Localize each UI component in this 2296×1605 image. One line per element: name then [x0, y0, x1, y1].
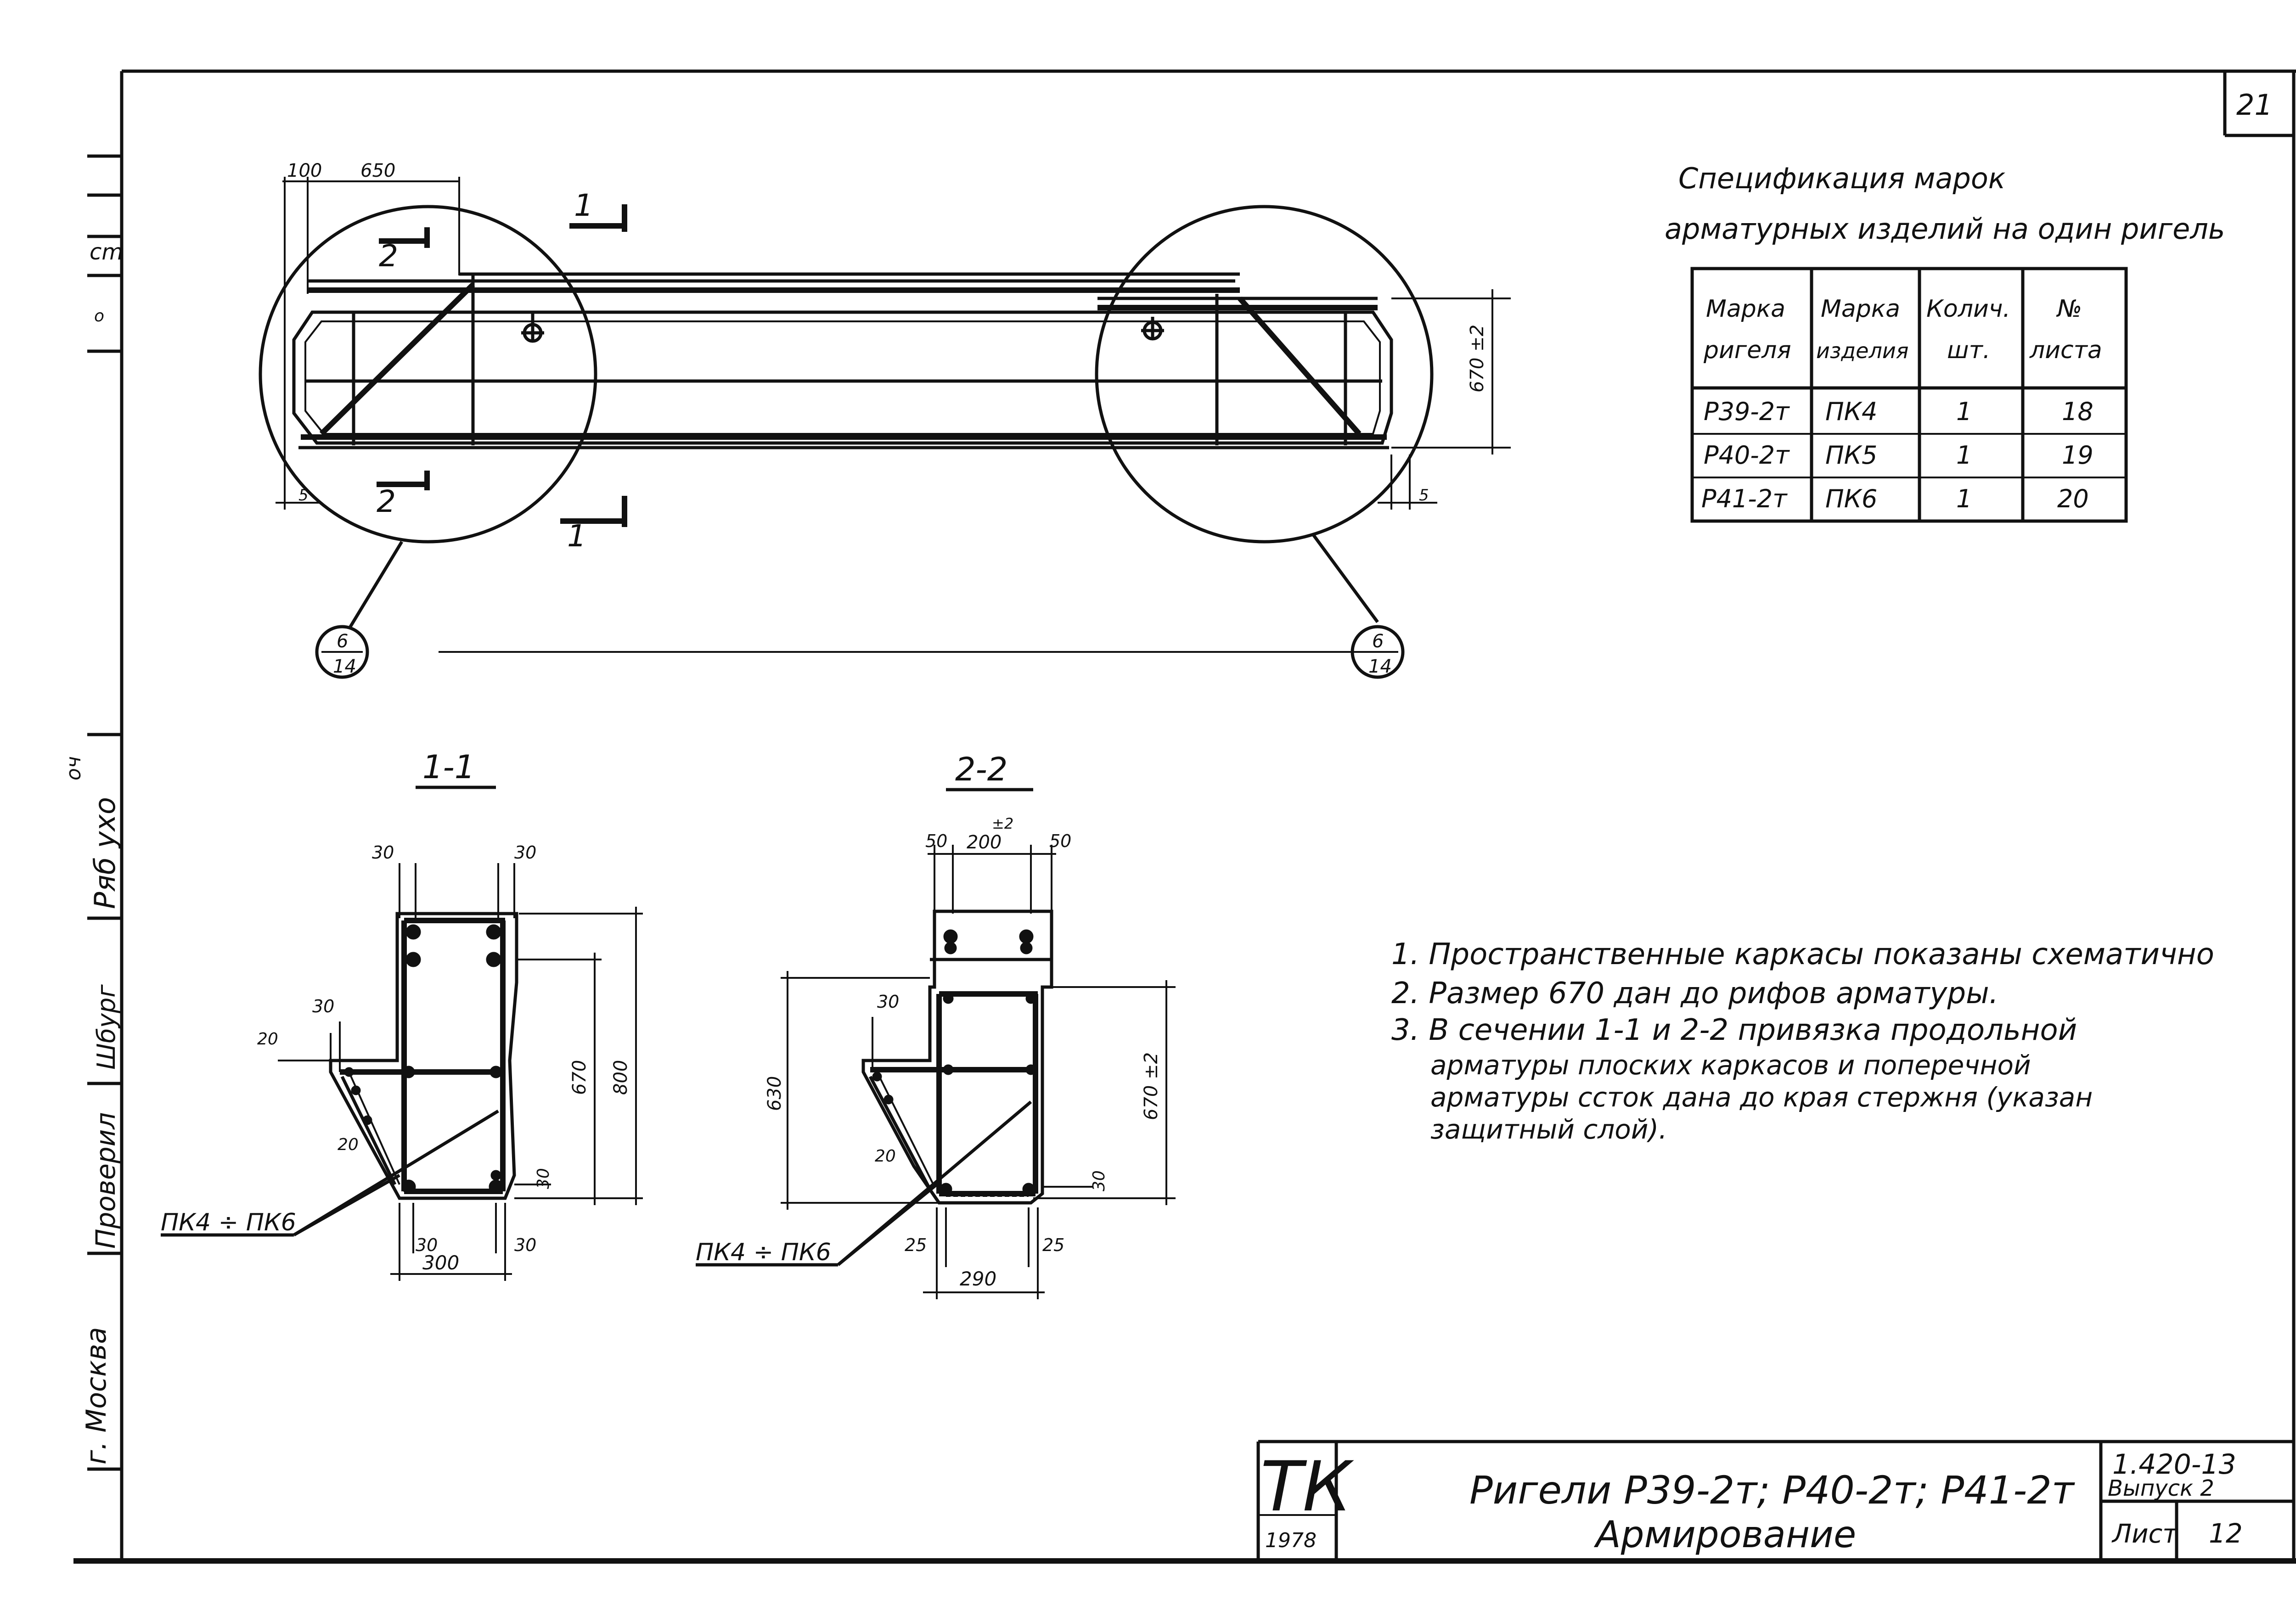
s11-d20-slope: 20	[338, 1135, 359, 1154]
dim-5-left: 5	[298, 486, 309, 505]
s22-d290: 290	[960, 1268, 996, 1290]
spec-cell: 19	[2062, 441, 2093, 470]
s22-d25-left: 25	[905, 1235, 927, 1255]
stamp-logo: ТК	[1261, 1447, 1354, 1527]
spec-cell: ПК5	[1825, 441, 1877, 470]
stamp-sheet-label: Лист	[2111, 1519, 2178, 1549]
sidebar-cm: cm	[90, 239, 123, 265]
spec-header-2b: изделия	[1816, 338, 1908, 363]
s11-d30-bottom: 30	[534, 1168, 553, 1189]
title-block	[1256, 1440, 2294, 1561]
sheet-frame	[73, 69, 2296, 1564]
callout-left-bottom: 14	[333, 656, 356, 677]
spec-title-line2: арматурных изделий на один ригель	[1665, 212, 2225, 246]
note-3d: защитный слой).	[1430, 1114, 1667, 1145]
s22-d200: 200	[967, 832, 1002, 853]
sidebar-dot: о	[94, 307, 104, 325]
sidebar-check: Проверил	[90, 1112, 121, 1249]
s11-label: ПК4 ÷ ПК6	[161, 1209, 296, 1236]
spec-cell: 1	[1956, 484, 1972, 513]
stamp-series: 1.420-13	[2112, 1448, 2236, 1481]
s22-d30-bottom: 30	[1090, 1170, 1109, 1191]
s11-d30-br: 30	[514, 1235, 536, 1255]
sheet-number-box: 21	[2223, 71, 2294, 137]
s11-d20-top: 20	[257, 1030, 278, 1049]
spec-cell: Р40-2т	[1704, 441, 1790, 470]
s22-label: ПК4 ÷ ПК6	[696, 1239, 831, 1266]
spec-header-1b: ригеля	[1703, 337, 1791, 364]
s22-d25-right: 25	[1042, 1235, 1064, 1255]
s11-d30-bl: 30	[416, 1235, 438, 1255]
dim-100: 100	[287, 160, 322, 181]
sidebar-vac: Ряб ухо	[88, 797, 122, 909]
sheet-number: 21	[2236, 88, 2273, 122]
s11-d30-left: 30	[372, 842, 394, 863]
callout-right-top: 6	[1372, 631, 1384, 652]
sidebar-vac-small: оч	[62, 756, 85, 780]
stamp-year: 1978	[1265, 1529, 1317, 1552]
spec-table	[1690, 267, 2128, 523]
section-2-2-title: 2-2	[955, 751, 1007, 788]
note-3b: арматуры плоских каркасов и поперечной	[1430, 1049, 2031, 1081]
sidebar-city: г. Москва	[80, 1327, 113, 1465]
spec-header-3b: шт.	[1947, 337, 1990, 364]
spec-header-4a: №	[2056, 295, 2082, 323]
s22-d50-right: 50	[1049, 831, 1071, 851]
s11-d800: 800	[610, 1060, 631, 1095]
cut-2-bottom: 2	[377, 484, 396, 519]
note-1: 1. Пространственные каркасы показаны схе…	[1391, 937, 2214, 971]
dim-670: 670 ±2	[1467, 325, 1488, 393]
section-2-2-drawing	[696, 845, 1176, 1299]
spec-cell: Р41-2т	[1701, 484, 1788, 513]
s11-d300: 300	[422, 1251, 459, 1274]
spec-title-line1: Спецификация марок	[1678, 162, 2006, 195]
dim-650: 650	[360, 160, 395, 181]
cut-1-bottom: 1	[567, 518, 586, 554]
note-3a: 3. В сечении 1-1 и 2-2 привязка продольн…	[1391, 1013, 2077, 1047]
section-1-1-drawing	[161, 863, 643, 1281]
dim-5-right: 5	[1419, 486, 1429, 505]
spec-cell: 18	[2062, 397, 2093, 426]
spec-cell: 20	[2057, 484, 2089, 513]
spec-cell: 1	[1956, 441, 1972, 470]
callout-right-bottom: 14	[1368, 656, 1392, 677]
cut-2-top: 2	[379, 238, 398, 274]
spec-header-2a: Марка	[1821, 295, 1900, 323]
spec-cell: Р39-2т	[1704, 397, 1790, 426]
spec-cell: 1	[1956, 397, 1972, 426]
note-2: 2. Размер 670 дан до рифов арматуры.	[1391, 976, 1998, 1010]
s11-d30-right: 30	[514, 842, 536, 863]
spec-cell: ПК4	[1825, 397, 1877, 426]
note-3c: арматуры сстоκ дана до края стержня (ука…	[1430, 1082, 2093, 1113]
spec-header-3a: Колич.	[1926, 295, 2010, 323]
section-1-1-title: 1-1	[422, 748, 475, 786]
stamp-title-line2: Армирование	[1593, 1513, 1856, 1556]
s22-d30-shelf: 30	[877, 992, 899, 1012]
cut-1-top: 1	[574, 188, 593, 223]
stamp-sheet-value: 12	[2209, 1518, 2243, 1549]
callout-left-top: 6	[337, 631, 348, 652]
s22-d670: 670 ±2	[1141, 1052, 1162, 1120]
sidebar-sign1: Шбург	[92, 984, 121, 1070]
s11-d30-shelf: 30	[312, 996, 334, 1016]
spec-header-1a: Марка	[1706, 295, 1785, 323]
s11-d670: 670	[569, 1060, 590, 1095]
stamp-title-line1: Ригели Р39-2т; Р40-2т; Р41-2т	[1469, 1468, 2075, 1513]
spec-cell: ПК6	[1825, 484, 1877, 513]
spec-header-4b: листа	[2029, 337, 2102, 364]
s22-d20-slope: 20	[875, 1147, 896, 1166]
s22-d200-tol: ±2	[992, 815, 1013, 832]
elevation-view	[259, 177, 1511, 679]
s22-d50-left: 50	[925, 831, 947, 851]
s22-d630: 630	[764, 1076, 785, 1111]
stamp-issue: Выпуск 2	[2108, 1476, 2214, 1501]
